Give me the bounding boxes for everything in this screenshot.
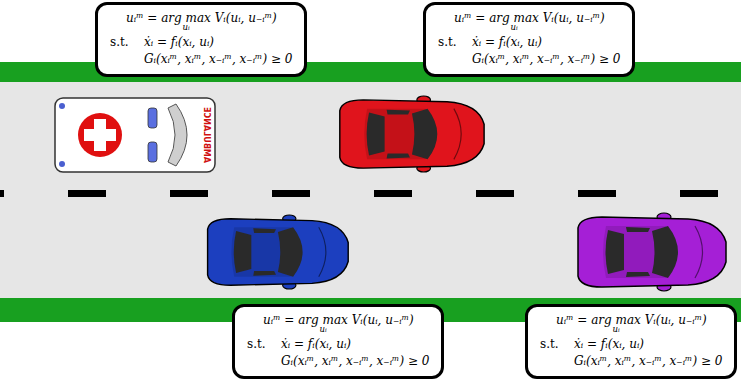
vehicle-lettering: AMBULANCE (202, 107, 211, 163)
cross (84, 129, 116, 141)
siren-light (148, 142, 157, 162)
light-dot (59, 103, 65, 109)
dynamics-equation: ẋᵢ = fᵢ(xᵢ, uᵢ) (144, 34, 292, 51)
constraint-equation: Gᵢ(xᵢᵐ, xᵢᵐ, x₋ᵢᵐ, x₋ᵢᵐ) ≥ 0 (574, 353, 722, 370)
siren-light (148, 108, 157, 128)
ambulance-body (55, 98, 215, 172)
constraint-equation: Gᵢ(xᵢᵐ, xᵢᵐ, x₋ᵢᵐ, x₋ᵢᵐ) ≥ 0 (144, 51, 292, 68)
ambulance (55, 98, 215, 172)
constraint-prefix: s.t. (110, 34, 144, 51)
dynamics-equation: ẋᵢ = fᵢ(xᵢ, uᵢ) (281, 336, 429, 353)
argmax-subscript: uᵢ (612, 324, 619, 334)
blue-car (208, 215, 349, 289)
constraint-equation: Gᵢ(xᵢᵐ, xᵢᵐ, x₋ᵢᵐ, x₋ᵢᵐ) ≥ 0 (472, 51, 620, 68)
purple-car (578, 213, 726, 291)
lane-marking (0, 190, 741, 197)
objective-equation: uᵢᵐ = arg max Vᵢ(uᵢ, u₋ᵢᵐ) (556, 313, 707, 327)
ambulance-windshield (168, 104, 187, 166)
objective-equation: uᵢᵐ = arg max Vᵢ(uᵢ, u₋ᵢᵐ) (454, 11, 605, 25)
objective-equation: uᵢᵐ = arg max Vᵢ(uᵢ, u₋ᵢᵐ) (263, 313, 414, 327)
constraint-prefix: s.t. (540, 336, 574, 353)
dynamics-equation: ẋᵢ = fᵢ(xᵢ, uᵢ) (574, 336, 722, 353)
argmax-subscript: uᵢ (319, 324, 326, 334)
dynamics-equation: ẋᵢ = fᵢ(xᵢ, uᵢ) (472, 34, 620, 51)
cross-circle (78, 113, 122, 157)
constraint-prefix: s.t. (247, 336, 281, 353)
equation-callout: uᵢᵐ = arg max Vᵢ(uᵢ, u₋ᵢᵐ)uᵢ s.t.ẋᵢ = fᵢ(… (423, 2, 635, 77)
equation-callout: uᵢᵐ = arg max Vᵢ(uᵢ, u₋ᵢᵐ)uᵢ s.t.ẋᵢ = fᵢ(… (525, 304, 737, 379)
equation-callout: uᵢᵐ = arg max Vᵢ(uᵢ, u₋ᵢᵐ)uᵢ s.t.ẋᵢ = fᵢ(… (232, 304, 444, 379)
argmax-subscript: uᵢ (510, 22, 517, 32)
light-dot (59, 161, 65, 167)
objective-equation: uᵢᵐ = arg max Vᵢ(uᵢ, u₋ᵢᵐ) (126, 11, 277, 25)
road (0, 82, 741, 298)
constraint-equation: Gᵢ(xᵢᵐ, xᵢᵐ, x₋ᵢᵐ, x₋ᵢᵐ) ≥ 0 (281, 353, 429, 370)
equation-callout: uᵢᵐ = arg max Vᵢ(uᵢ, u₋ᵢᵐ)uᵢ s.t.ẋᵢ = fᵢ(… (95, 2, 307, 77)
constraint-prefix: s.t. (438, 34, 472, 51)
argmax-subscript: uᵢ (182, 22, 189, 32)
red-car (340, 96, 484, 172)
